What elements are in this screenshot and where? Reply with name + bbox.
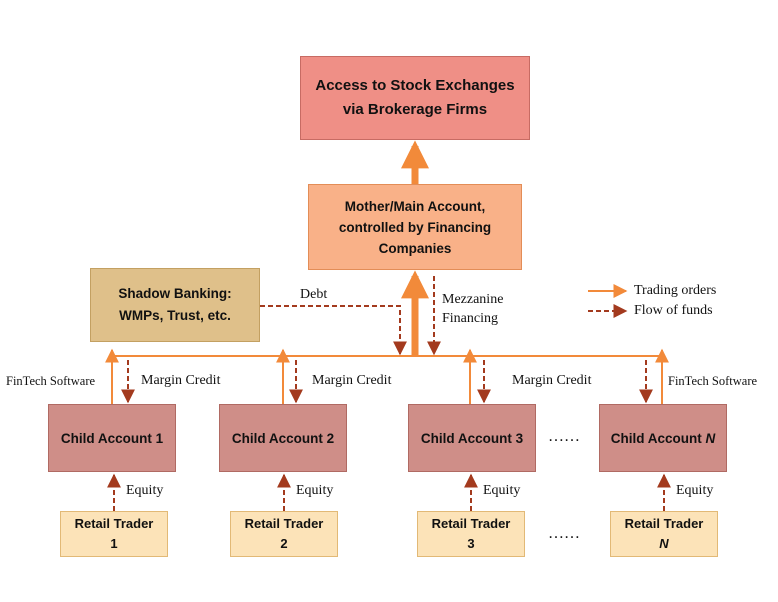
retail-trader-1: Retail Trader 1 bbox=[60, 511, 168, 557]
retail-trader-line1: Retail Trader bbox=[431, 516, 511, 531]
mother-line3: Companies bbox=[378, 240, 452, 256]
child-account-n: Child Account N bbox=[599, 404, 727, 472]
retail-trader-line2: 3 bbox=[467, 536, 475, 551]
mother-line2: controlled by Financing bbox=[338, 219, 492, 235]
fintech-right-label: FinTech Software bbox=[668, 374, 758, 388]
mezzanine-label-line2: Financing bbox=[442, 311, 498, 326]
debt-flow bbox=[260, 305, 407, 356]
retail-trader-line1: Retail Trader bbox=[624, 516, 704, 531]
child-account-1: Child Account 1 bbox=[48, 404, 176, 472]
equity-label-n: Equity bbox=[676, 483, 714, 498]
child-account-label: Child Account 2 bbox=[231, 430, 335, 446]
mother-account-node: Mother/Main Account, controlled by Finan… bbox=[308, 184, 522, 270]
child-ellipsis: …… bbox=[548, 428, 580, 445]
retail-trader-line2: 2 bbox=[280, 536, 288, 551]
fintech-left-label: FinTech Software bbox=[6, 374, 96, 388]
margin-credit-label-2: Margin Credit bbox=[312, 373, 392, 388]
shadow-line2: WMPs, Trust, etc. bbox=[119, 308, 231, 323]
mother-line1: Mother/Main Account, bbox=[344, 198, 486, 214]
child-account-2: Child Account 2 bbox=[219, 404, 347, 472]
retail-trader-n: Retail Trader N bbox=[610, 511, 718, 557]
equity-label-1: Equity bbox=[126, 483, 164, 498]
trader-ellipsis: …… bbox=[548, 525, 580, 542]
legend-flow-of-funds: Flow of funds bbox=[634, 303, 713, 318]
margin-credit-label-3: Margin Credit bbox=[512, 373, 592, 388]
debt-label: Debt bbox=[300, 287, 328, 302]
exchange-line1: Access to Stock Exchanges bbox=[315, 77, 515, 94]
legend-trading-orders: Trading orders bbox=[634, 283, 717, 298]
child-account-label: Child Account 1 bbox=[60, 430, 164, 446]
retail-trader-line1: Retail Trader bbox=[244, 516, 324, 531]
shadow-line1: Shadow Banking: bbox=[118, 286, 232, 301]
retail-trader-line1: Retail Trader bbox=[74, 516, 154, 531]
child-account-suffix: N bbox=[705, 430, 716, 446]
retail-trader-line2: 1 bbox=[110, 536, 118, 551]
margin-credit-label-1: Margin Credit bbox=[141, 373, 221, 388]
retail-trader-line2: N bbox=[659, 536, 669, 551]
child-account-3: Child Account 3 bbox=[408, 404, 536, 472]
stock-exchange-node: Access to Stock Exchanges via Brokerage … bbox=[300, 56, 530, 140]
equity-label-2: Equity bbox=[296, 483, 334, 498]
exchange-line2: via Brokerage Firms bbox=[342, 101, 488, 118]
retail-trader-3: Retail Trader 3 bbox=[417, 511, 525, 557]
equity-label-3: Equity bbox=[483, 483, 521, 498]
child-account-label: Child Account 3 bbox=[420, 430, 524, 446]
child-account-label: Child Account bbox=[610, 430, 706, 446]
mezzanine-label-line1: Mezzanine bbox=[442, 292, 504, 307]
shadow-banking-node: Shadow Banking: WMPs, Trust, etc. bbox=[90, 268, 260, 342]
retail-trader-2: Retail Trader 2 bbox=[230, 511, 338, 557]
